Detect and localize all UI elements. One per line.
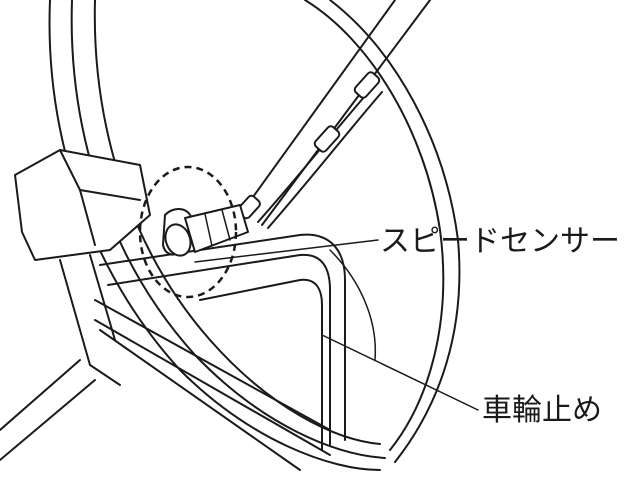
stand-frame <box>0 149 331 471</box>
wheel-stopper-label: 車輪止め <box>482 393 602 428</box>
frame-tube <box>239 0 431 226</box>
leader-line-wheel-stopper <box>321 334 479 411</box>
speed-sensor-shape <box>162 204 249 257</box>
speed-sensor-label: スピードセンサー <box>380 224 620 259</box>
leader-line-speed-sensor <box>194 239 379 263</box>
sensor-cable <box>237 71 383 229</box>
sensor-highlight-circle <box>138 165 238 299</box>
